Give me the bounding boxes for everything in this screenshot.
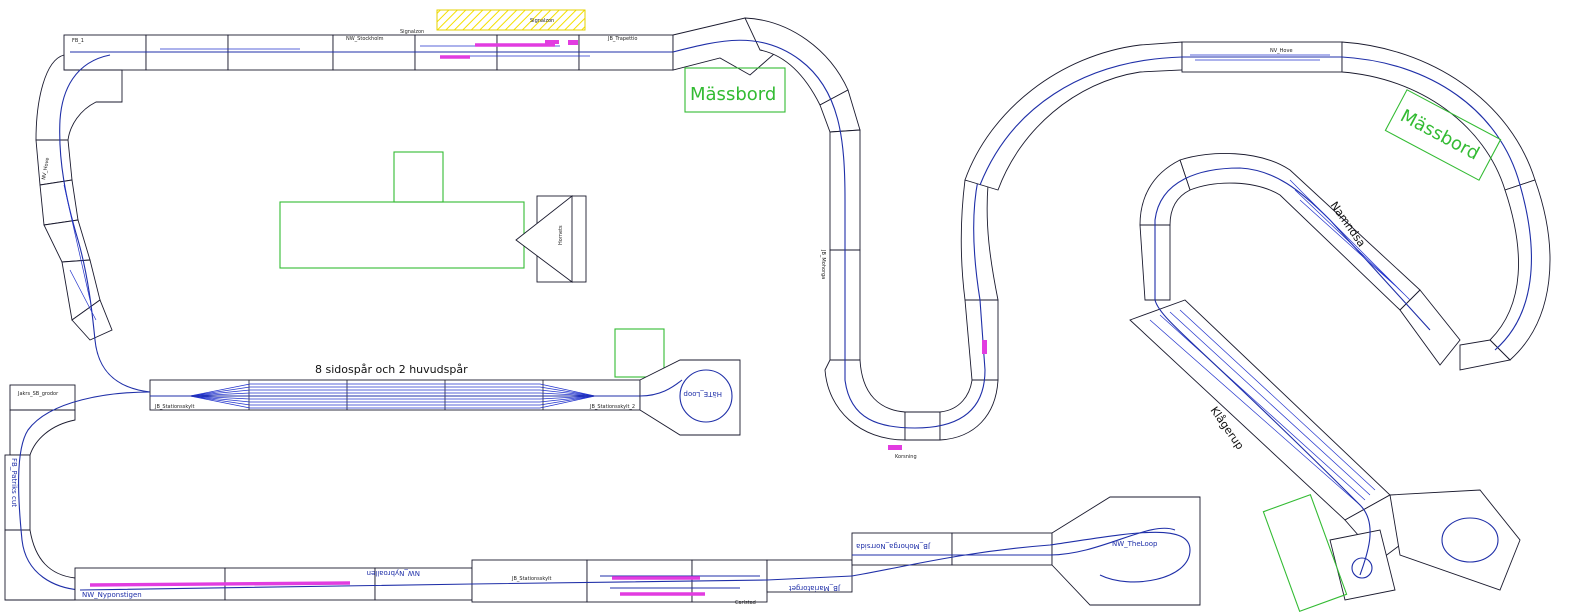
- yellow-box-label: Signalzon: [530, 18, 554, 24]
- upper-right-arc: NV_Hove: [964, 41, 1551, 371]
- carlstad-label: Carlstad: [735, 600, 756, 606]
- top-left-modules: FB_1 NW_Stockholm JB_Trapettio: [63, 34, 674, 71]
- svg-text:NW_Stockholm: NW_Stockholm: [346, 36, 384, 42]
- loop-right-label: HäTE_Loop: [683, 390, 722, 398]
- svg-text:JB_Stationsskylt_2: JB_Stationsskylt_2: [589, 404, 635, 410]
- massbord-left-label: Mässbord: [690, 84, 776, 105]
- green-buildings-left: [279, 151, 665, 378]
- left-descent-modules: NV_Hove: [35, 54, 151, 393]
- svg-text:Jakrs_SB_grodor: Jakrs_SB_grodor: [17, 391, 59, 397]
- fb-patriks-label: FB_Patriks cut: [10, 458, 18, 507]
- jb-norrsida-label: JB_Mohorga_Norrsida: [856, 542, 931, 550]
- svg-text:FB_1: FB_1: [72, 38, 84, 44]
- top-station-label: Signalzon: [400, 29, 424, 35]
- left-lower-modules: Jakrs_SB_grodor FB_Patriks cut: [4, 384, 151, 601]
- svg-text:JB_Trapettio: JB_Trapettio: [607, 36, 637, 42]
- middle-s-curve: JB_Mohorga Korsning: [672, 17, 999, 460]
- jb-mariatorget-label: JB_Mariatorget: [789, 584, 841, 592]
- green-box-bottom-right: [1262, 493, 1348, 613]
- svg-text:Hornets: Hornets: [558, 225, 564, 245]
- nw-the-loop-label: NW_TheLoop: [1112, 540, 1158, 548]
- svg-text:JB_Stationsskylt: JB_Stationsskylt: [511, 576, 551, 582]
- bottom-modules: NW_Nyponstigen NW_Nybroallen JB_Stations…: [74, 559, 853, 606]
- svg-text:NV_Hove: NV_Hove: [1270, 48, 1293, 54]
- the-loop-modules: JB_Mohorga_Norrsida NW_TheLoop: [851, 496, 1201, 606]
- korsning-label: Korsning: [895, 454, 917, 460]
- turntable-module: Hornets: [515, 195, 587, 283]
- svg-text:JB_Stationsskylt: JB_Stationsskylt: [154, 404, 194, 410]
- svg-text:JB_Mohorga: JB_Mohorga: [820, 249, 826, 279]
- nw-nyponstigen-label: NW_Nyponstigen: [82, 591, 142, 599]
- siding-caption: 8 sidospår och 2 huvudspår: [315, 363, 468, 376]
- nw-nybroallen-label: NW_Nybroallen: [367, 569, 420, 577]
- svg-text:NV_Hove: NV_Hove: [41, 157, 51, 180]
- loop-right-module: HäTE_Loop: [639, 359, 741, 436]
- klagerup-diagonal: Klågerup: [1129, 299, 1521, 601]
- siding-yard: 8 sidospår och 2 huvudspår JB_Stationssk…: [149, 363, 641, 411]
- massbord-left: Mässbord: [684, 67, 786, 113]
- signal-box: Signalzon: [436, 9, 586, 31]
